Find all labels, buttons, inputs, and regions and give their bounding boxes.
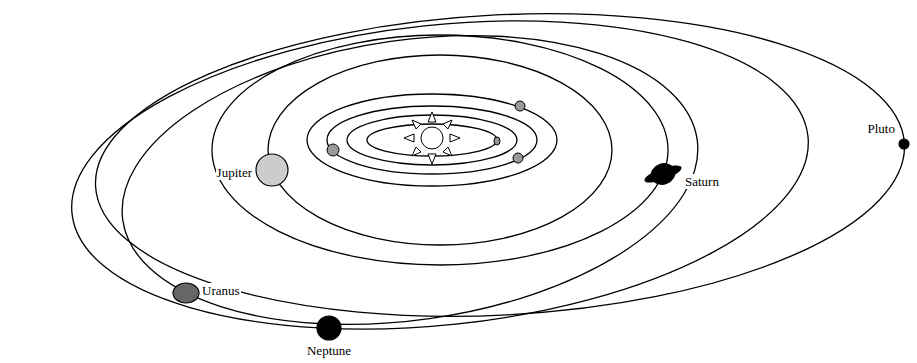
sun (404, 112, 460, 164)
uranus-planet (173, 283, 199, 303)
sun-ray (443, 120, 452, 129)
planet-label: Pluto (867, 121, 896, 136)
orbits (56, 0, 912, 363)
neptune-planet (317, 316, 341, 340)
orbit (56, 0, 823, 363)
planet-label: Neptune (306, 343, 352, 358)
sun-ray (412, 147, 421, 156)
sun-ray (404, 134, 414, 142)
saturn-planet (642, 158, 685, 190)
inner-planets (327, 101, 525, 163)
planet (515, 101, 525, 111)
sun-ray (428, 112, 436, 122)
planet (327, 144, 339, 156)
orbit (212, 35, 668, 265)
planet (494, 137, 500, 145)
planet-label: Uranus (201, 283, 241, 298)
orbit (103, 1, 716, 359)
pluto-planet (899, 139, 909, 149)
sun-ray (428, 154, 436, 164)
planet-label: Jupiter (216, 165, 253, 180)
sun-ray (412, 120, 421, 129)
planet (513, 153, 523, 163)
orbit (367, 124, 497, 156)
planet-label: Saturn (684, 174, 720, 189)
orbit (327, 106, 537, 174)
orbit (307, 94, 557, 186)
saturn-body (648, 160, 677, 187)
sun-ray (450, 134, 460, 142)
sun-disc (421, 127, 443, 149)
orbit (268, 55, 612, 245)
sun-ray (443, 147, 452, 156)
orbit (88, 0, 913, 336)
jupiter-planet (256, 154, 288, 186)
outer-planets (173, 139, 909, 340)
